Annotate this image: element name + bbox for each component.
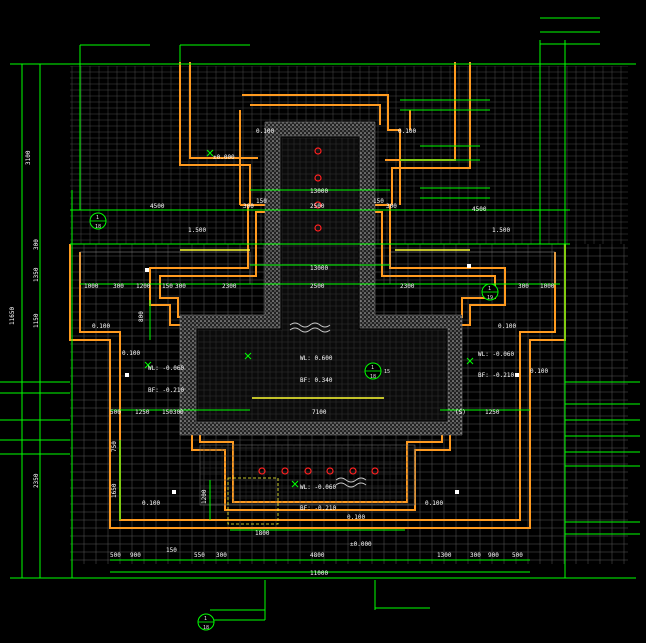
dimension-lines: [10, 40, 636, 620]
dim-2500a: 2500: [310, 203, 325, 210]
level-0100-i: 0.100: [347, 514, 365, 521]
dim-1000b: 1000: [540, 283, 555, 290]
dim-500c: 500: [512, 552, 523, 559]
dim-1250-right: 1250: [485, 409, 500, 416]
section-marker-1: 1 18: [89, 212, 107, 230]
section-2-sheet: 19: [487, 295, 493, 301]
dim-4800: 4800: [310, 552, 325, 559]
dim-left-2350: 2350: [33, 473, 40, 488]
dim-1200b: 1200: [201, 489, 208, 504]
bottom-level-bottom: BF: -0.210: [300, 505, 337, 512]
water-level-center: WL: 0.600: [300, 355, 333, 362]
section-1-sheet: 18: [95, 224, 101, 230]
level-0100-c: 0.100: [92, 323, 110, 330]
section-2-number: 1: [488, 286, 491, 292]
wall-outlines: [69, 62, 566, 529]
fountain-nozzles: [258, 147, 379, 475]
dim-300c: 300: [113, 283, 124, 290]
dim-1200: 1200: [136, 283, 151, 290]
dim-150b: 150: [373, 198, 384, 205]
water-level-left: WL: -0.060: [148, 365, 185, 372]
dim-left-1350: 1350: [33, 267, 40, 282]
water-wave-symbols: [289, 322, 367, 488]
dim-500: 500: [110, 409, 121, 416]
section-marker-3: 1 18 15: [364, 362, 390, 380]
dim-13000-mid: 13000: [310, 265, 328, 272]
dim-top-3100: 3100: [25, 150, 32, 165]
dim-1300: 1300: [437, 552, 452, 559]
dim-300b: 300: [386, 203, 397, 210]
bottom-pool: [199, 444, 416, 525]
dim-2300: 2300: [222, 283, 237, 290]
dim-4500: 4500: [150, 203, 165, 210]
section-3-tail: 15: [384, 369, 390, 375]
section-marker-2: 1 19: [481, 283, 499, 301]
dim-300e: 300: [518, 283, 529, 290]
level-0100-h: 0.100: [142, 500, 160, 507]
dim-800: 800: [138, 311, 145, 322]
level-1500-a: 1.500: [188, 227, 206, 234]
dim-1800: 1800: [255, 530, 270, 537]
section-3-number: 1: [371, 365, 374, 371]
dim-150-300: 150300: [162, 409, 184, 416]
reference-squares: [125, 264, 519, 494]
dim-2300b: 2300: [400, 283, 415, 290]
dim-left-1150: 1150: [33, 313, 40, 328]
dim-300a: 300: [243, 203, 254, 210]
dim-11000: 11000: [310, 570, 328, 577]
dim-750: 750: [111, 441, 118, 452]
level-0000-b: ±0.000: [350, 541, 372, 548]
level-0100-d: 0.100: [498, 323, 516, 330]
section-4-sheet: 18: [203, 625, 209, 631]
elevation-labels: 0.100 0.100 ±0.000 1.500 1.500 0.100 0.1…: [92, 128, 548, 548]
level-0100-b: 0.100: [398, 128, 416, 135]
level-0100-f: 0.100: [530, 368, 548, 375]
section-3-sheet: 18: [370, 374, 376, 380]
dim-900b: 900: [488, 552, 499, 559]
water-level-right: WL: -0.060: [478, 351, 515, 358]
dim-1650: 1650: [111, 483, 118, 498]
dim-150c: 150: [162, 283, 173, 290]
dim-total-11650: 11650: [9, 307, 16, 325]
dim-300d: 300: [175, 283, 186, 290]
dim-150a: 150: [256, 198, 267, 205]
section-4-number: 1: [204, 616, 207, 622]
pebble-border: [179, 121, 463, 436]
water-level-bottom: WL: -0.060: [300, 484, 337, 491]
section-marker-4: 1 18: [197, 613, 215, 631]
dim-300f: 300: [216, 552, 227, 559]
dim-550: 550: [194, 552, 205, 559]
bottom-level-left: BF: -0.210: [148, 387, 185, 394]
dim-7100: 7100: [312, 409, 327, 416]
bottom-level-center: BF: 0.340: [300, 377, 333, 384]
leader-lines: [0, 17, 640, 621]
dim-500b: 500: [110, 552, 121, 559]
dim-150e: 150: [166, 547, 177, 554]
level-0100-a: 0.100: [256, 128, 274, 135]
note-s-right: (S): [455, 409, 466, 416]
dim-900: 900: [130, 552, 141, 559]
level-1500-b: 1.500: [492, 227, 510, 234]
level-0100-g: 0.100: [425, 500, 443, 507]
dim-4500b: 4500: [472, 206, 487, 213]
dim-13000-top: 13000: [310, 188, 328, 195]
dim-2500b: 2500: [310, 283, 325, 290]
dim-1000: 1000: [84, 283, 99, 290]
bottom-level-right: BF: -0.210: [478, 372, 515, 379]
dim-300g: 300: [470, 552, 481, 559]
dimension-labels: 3100 11650 300 1350 1150 2350 4500 300 1…: [9, 150, 555, 577]
dim-left-300: 300: [33, 239, 40, 250]
dim-1250: 1250: [135, 409, 150, 416]
level-symbols: [144, 149, 474, 488]
section-1-number: 1: [96, 215, 99, 221]
level-0100-e: 0.100: [122, 350, 140, 357]
level-0000-a: ±0.000: [213, 154, 235, 161]
